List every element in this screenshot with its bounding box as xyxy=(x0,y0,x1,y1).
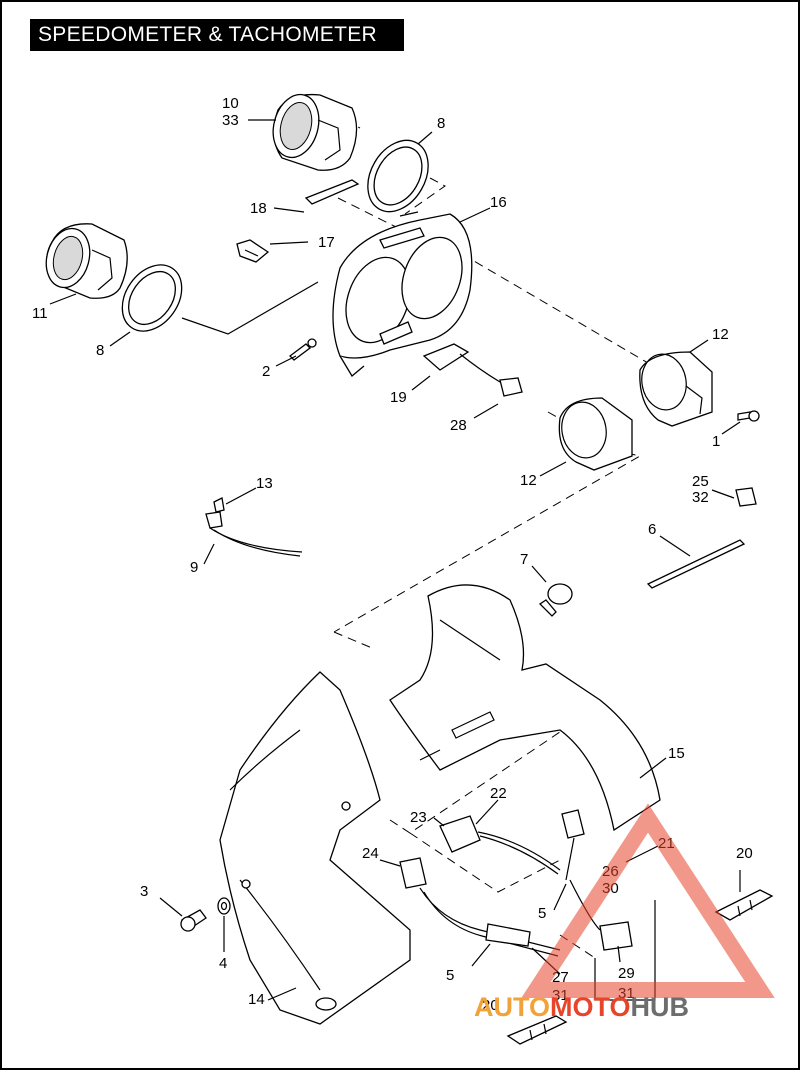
callout-14: 14 xyxy=(248,991,265,1008)
callout-24: 24 xyxy=(362,845,379,862)
tachometer-gauge[interactable] xyxy=(40,223,128,299)
upper-fairing-cover[interactable] xyxy=(389,584,661,832)
cable-tie[interactable] xyxy=(646,539,746,589)
fairing-screw[interactable] xyxy=(180,909,207,932)
lamp-socket[interactable] xyxy=(735,487,757,507)
callout-29: 29 xyxy=(618,965,635,982)
callout-10: 10 xyxy=(222,95,239,112)
indicator-lamp-harness[interactable] xyxy=(205,497,303,557)
callout-32: 32 xyxy=(692,489,709,506)
callout-9: 9 xyxy=(190,559,198,576)
gauge-connector[interactable] xyxy=(422,343,523,397)
callout-5-lower: 5 xyxy=(446,967,454,984)
mounting-bracket-bottom[interactable] xyxy=(506,1015,568,1045)
lower-fairing[interactable] xyxy=(219,671,411,1025)
gauge-seal-ring-lower[interactable] xyxy=(110,254,194,343)
callout-7: 7 xyxy=(520,551,528,568)
callout-33: 33 xyxy=(222,112,239,129)
callout-6: 6 xyxy=(648,521,656,538)
bulb-holder[interactable] xyxy=(236,239,270,263)
callout-20-right: 20 xyxy=(736,845,753,862)
callout-8-top: 8 xyxy=(437,115,445,132)
callout-4: 4 xyxy=(219,955,227,972)
callout-17: 17 xyxy=(318,234,335,251)
gauge-housing-left[interactable] xyxy=(557,397,633,471)
callout-25: 25 xyxy=(692,473,709,490)
warning-triangle-icon xyxy=(521,803,775,998)
callout-1: 1 xyxy=(712,433,720,450)
page-title: SPEEDOMETER & TACHOMETER xyxy=(30,19,404,51)
gauge-housing-right[interactable] xyxy=(637,351,713,427)
housing-screw[interactable] xyxy=(737,410,760,422)
callout-8-left: 8 xyxy=(96,342,104,359)
callout-23: 23 xyxy=(410,809,427,826)
callout-3: 3 xyxy=(140,883,148,900)
callout-12-left: 12 xyxy=(520,472,537,489)
callout-15: 15 xyxy=(668,745,685,762)
fairing-washer[interactable] xyxy=(217,897,231,915)
callout-5-upper: 5 xyxy=(538,905,546,922)
light-strip[interactable] xyxy=(304,179,360,205)
callout-13: 13 xyxy=(256,475,273,492)
gauge-bezel[interactable] xyxy=(332,213,473,377)
callout-16: 16 xyxy=(490,194,507,211)
watermark-part-1: AUTO xyxy=(474,992,550,1022)
svg-text:AUTOMOTOHUB: AUTOMOTOHUB xyxy=(474,992,689,1022)
callout-19: 19 xyxy=(390,389,407,406)
watermark-part-3: HUB xyxy=(631,992,690,1022)
callout-28: 28 xyxy=(450,417,467,434)
harness-clip[interactable] xyxy=(538,583,573,617)
mounting-bracket-right[interactable] xyxy=(714,889,774,921)
gauge-seal-ring[interactable] xyxy=(356,130,441,223)
leader-lines xyxy=(49,119,741,1001)
callout-22: 22 xyxy=(490,785,507,802)
callout-12-right: 12 xyxy=(712,326,729,343)
callout-18: 18 xyxy=(250,200,267,217)
callout-20-bottom: 20 xyxy=(482,997,499,1014)
assembly-lines xyxy=(181,119,661,1001)
callout-2: 2 xyxy=(262,363,270,380)
watermark-logo: AUTOMOTOHUB xyxy=(474,803,775,1022)
fairing-wiring-harness[interactable] xyxy=(399,809,633,957)
speedometer-gauge[interactable] xyxy=(266,89,358,171)
watermark-part-2: MOTO xyxy=(550,992,631,1022)
callout-11: 11 xyxy=(32,305,48,322)
